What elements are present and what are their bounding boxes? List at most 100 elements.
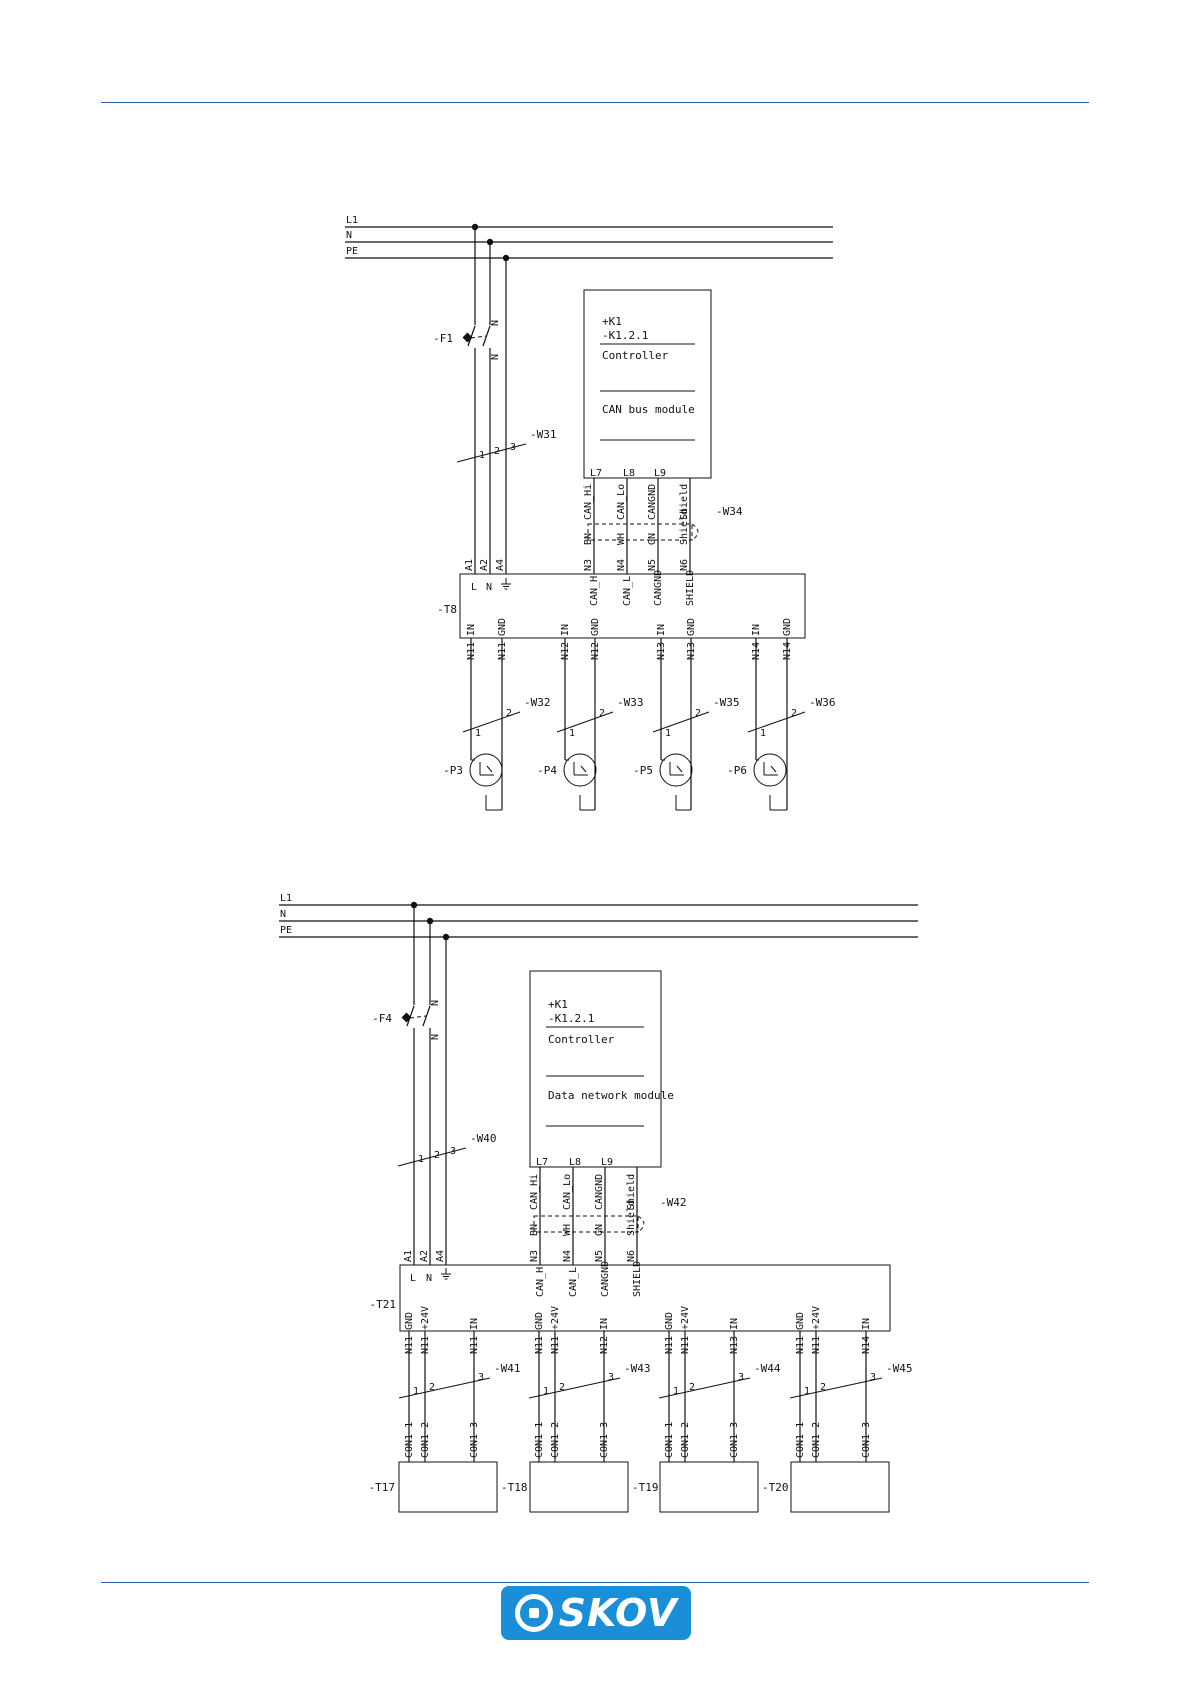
d2-top-term-1: A1 [403, 1250, 414, 1262]
d2-can-shield-screen [533, 1215, 639, 1233]
d2-can-signal-1: CAN_Hi [529, 1174, 540, 1210]
d2-top-term-3: A4 [435, 1250, 446, 1262]
d1-unit-label: -T8 [437, 603, 457, 616]
d1-top-term-1: A1 [464, 559, 475, 571]
d2-cable-out-2-core-1: 1 [543, 1386, 549, 1397]
d1-breaker-actuator [462, 332, 473, 343]
d2-device-box-4 [790, 1461, 890, 1513]
d2-breaker-pole-label-2: N [430, 1034, 441, 1040]
d1-cable-w31-core-2: 2 [494, 446, 500, 457]
d2-can-signal-4: Shield [626, 1174, 637, 1210]
d1-can-label-4: SHIELD [685, 570, 696, 606]
d1-module-line-4: CAN bus module [602, 403, 695, 416]
d2-cable-out-3-slash [658, 1377, 751, 1399]
d1-cable-out-2-label: -W33 [617, 696, 644, 709]
d2-cable-out-1-core-2: 2 [429, 1382, 435, 1393]
d2-cable-out-1-core-3: 3 [478, 1372, 484, 1383]
d1-cable-out-3-core-1: 1 [665, 728, 671, 739]
d1-bus-label-3: PE [346, 246, 358, 257]
d2-out1-pin-1: GND [404, 1312, 415, 1330]
d2-out3-con-3: CON1-3 [729, 1422, 740, 1458]
d2-cable-out-3-core-1: 1 [673, 1386, 679, 1397]
d2-out4-con-3: CON1-3 [861, 1422, 872, 1458]
d2-device-label-3: -T19 [632, 1481, 659, 1494]
d2-module-terminal-1: L7 [536, 1157, 548, 1168]
d2-out3-pin-1: GND [664, 1312, 675, 1330]
d2-out4-con-1: CON1-1 [795, 1422, 806, 1458]
d1-can-color-2: WH [616, 533, 627, 545]
d1-cable-w31-core-1: 1 [479, 450, 485, 461]
d1-can-color-3: GN [647, 533, 658, 545]
d2-can-signal-2: CAN_Lo [562, 1174, 573, 1210]
d2-can-label-1: CAN_H [535, 1267, 546, 1297]
d2-cable-out-4-core-3: 3 [870, 1372, 876, 1383]
d1-can-signal-3: CANGND [647, 484, 658, 520]
d1-module-box [583, 289, 712, 479]
d2-can-color-3: GN [594, 1224, 605, 1236]
d1-cable-out-4-slash [747, 711, 806, 733]
d1-sensor-1-glyph-3 [486, 765, 493, 773]
d1-cable-w31-core-3: 3 [510, 442, 516, 453]
d2-bus-label-3: PE [280, 925, 292, 936]
d2-bus-label-2: N [280, 909, 286, 920]
d2-bus-label-1: L1 [280, 893, 292, 904]
d2-module-line-4: Data network module [548, 1089, 674, 1102]
d1-cable-out-2-slash [556, 711, 614, 733]
d1-breaker-label: -F1 [433, 332, 453, 345]
d1-supply-label-2: N [486, 582, 492, 593]
d1-cable-out-1-slash [462, 711, 521, 733]
d1-cable-out-4-label: -W36 [809, 696, 836, 709]
d1-module-line-1: +K1 [602, 315, 622, 328]
d1-can-shield-screen [587, 523, 693, 541]
d2-out2-con-1: CON1-1 [534, 1422, 545, 1458]
d1-sensor-2-glyph-3 [580, 765, 587, 773]
d2-breaker-actuator [401, 1012, 412, 1023]
footer-rule [101, 1582, 1089, 1583]
d1-bottom-pin-8: GND [782, 618, 793, 636]
d2-device-label-4: -T20 [762, 1481, 789, 1494]
d2-can-label-3: CANGND [600, 1261, 611, 1297]
d1-module-terminal-2: L8 [623, 468, 635, 479]
d2-out2-con-2: CON1-2 [550, 1422, 561, 1458]
d2-breaker-pole-label-1: N [430, 1000, 441, 1006]
d2-out4-pin-2: +24V [811, 1306, 822, 1330]
d2-out2-pin-3: IN [599, 1318, 610, 1330]
d2-can-label-2: CAN_L [568, 1267, 579, 1297]
d1-unit-box [459, 573, 806, 639]
d1-sensor-1-label: -P3 [443, 764, 463, 777]
d1-cable-w31-label: -W31 [530, 428, 557, 441]
d1-cable-out-2-core-1: 1 [569, 728, 575, 739]
d2-device-label-1: -T17 [369, 1481, 396, 1494]
d2-cable-out-2-slash [528, 1377, 621, 1399]
d2-module-line-2: -K1.2.1 [548, 1012, 594, 1025]
d2-out2-pin-1: GND [534, 1312, 545, 1330]
d1-sensor-3-circle [659, 753, 693, 787]
d2-cable-out-2-label: -W43 [624, 1362, 651, 1375]
d2-breaker-label: -F4 [372, 1012, 392, 1025]
d2-top-term-7: N6 [626, 1250, 637, 1262]
d2-out4-pin-1: GND [795, 1312, 806, 1330]
d1-can-label-2: CAN_L [622, 576, 633, 606]
d1-sensor-4-circle [753, 753, 787, 787]
d1-cable-out-2-core-2: 2 [599, 708, 605, 719]
d1-breaker-contact-2 [482, 325, 491, 347]
d1-bus-label-1: L1 [346, 215, 358, 226]
d1-can-label-3: CANGND [653, 570, 664, 606]
d1-breaker-pole-label-1: N [490, 320, 501, 326]
d1-cable-out-4-core-1: 1 [760, 728, 766, 739]
skov-logo-mark-icon [514, 1594, 553, 1632]
d1-module-line-3: Controller [602, 349, 669, 362]
d2-cable-w40-core-2: 2 [434, 1150, 440, 1161]
d2-cable-out-2-core-3: 3 [608, 1372, 614, 1383]
d2-supply-label-1: L [410, 1273, 416, 1284]
d1-sensor-2-circle [563, 753, 597, 787]
d2-out2-con-3: CON1-3 [599, 1422, 610, 1458]
d1-cable-out-3-core-2: 2 [695, 708, 701, 719]
d2-cable-out-3-label: -W44 [754, 1362, 781, 1375]
d1-can-signal-2: CAN_Lo [616, 484, 627, 520]
d1-breaker-contact-1 [467, 325, 476, 347]
d2-can-color-2: WH [562, 1224, 573, 1236]
d1-sensor-3-label: -P5 [633, 764, 653, 777]
d1-can-color-4: Shield [679, 509, 690, 545]
